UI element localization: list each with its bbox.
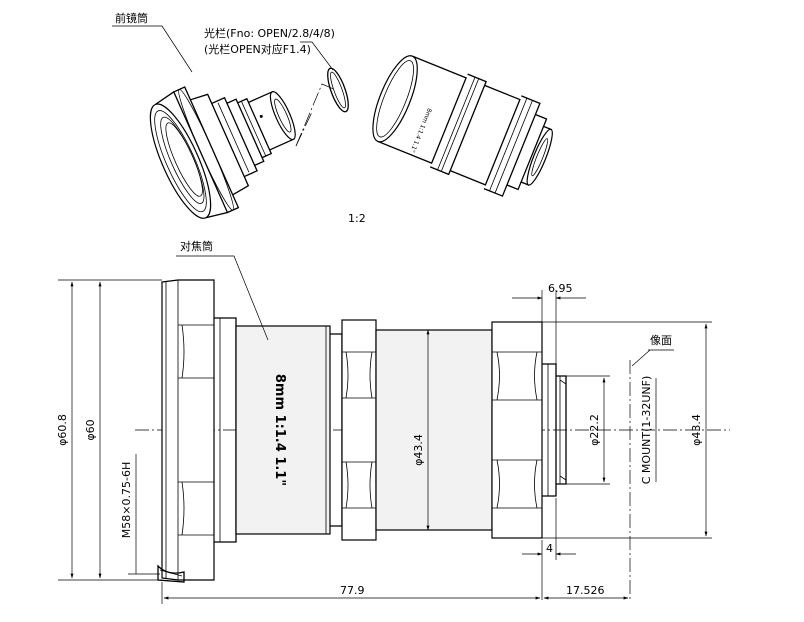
dim-flange-offset: 6.95 (548, 282, 573, 295)
dim-total-length: 77.9 (340, 584, 365, 597)
focus-barrel-label: 对焦筒 (180, 239, 213, 253)
section-view: 8mm 1:1.4 1.1" (56, 239, 730, 604)
dim-rear-step: 4 (546, 542, 553, 555)
rear-ring (491, 321, 543, 539)
focus-barrel-part: 8mm 1:1.4 1.1" (372, 55, 553, 197)
dim-outer-diameter: φ60.8 (56, 414, 69, 446)
aperture-ring-part (327, 67, 349, 113)
middle-barrel (375, 329, 493, 531)
c-mount-flange (542, 363, 557, 497)
aperture-label-line2: (光栏OPEN对应F1.4) (204, 42, 311, 56)
dim-mount-thread: C MOUNT(1-32UNF) (640, 376, 653, 484)
focus-ring (341, 319, 377, 541)
dim-inner-diameter: φ60 (84, 419, 97, 440)
aperture-label-line1: 光栏(Fno: OPEN/2.8/4/8) (204, 26, 335, 40)
scale-label: 1:2 (348, 212, 366, 225)
exploded-lens-marking: 8mm 1:1.4 1.1" (409, 107, 433, 153)
dim-filter-thread: M58×0.75-6H (120, 462, 133, 538)
dim-rear-diameter: φ43.4 (690, 414, 703, 446)
front-barrel-part (149, 86, 296, 219)
dim-back-focal: 17.526 (566, 584, 605, 597)
dim-mount-diameter: φ22.2 (588, 414, 601, 446)
exploded-view: 8mm 1:1.4 1.1" 前镜筒 光栏(Fno: OPEN/2.8/4/8)… (112, 11, 553, 225)
barrel-engraving: 8mm 1:1.4 1.1" (272, 374, 287, 486)
image-plane-label: 像面 (650, 334, 672, 347)
front-barrel-label: 前镜筒 (115, 11, 148, 25)
dim-focus-diameter: φ43.4 (412, 434, 425, 466)
focus-barrel (235, 325, 331, 535)
